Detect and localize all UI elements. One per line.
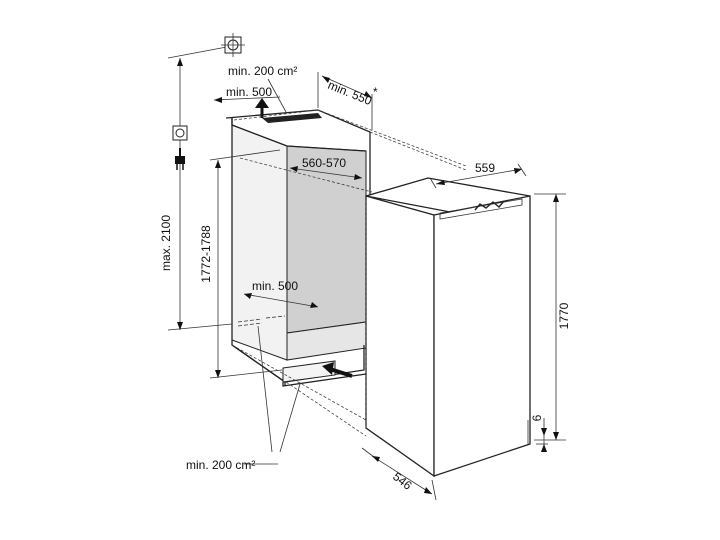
label-niche-height: 1772-1788 [199,225,213,283]
label-niche-depth-note: * [373,85,378,99]
dim-appliance-width [429,163,527,189]
niche-left-side [231,124,288,361]
bottom-air-arrow [322,362,353,378]
dim-niche-depth [317,72,373,130]
niche-cabinet [225,109,371,387]
plug-icon [175,148,185,170]
label-appliance-width: 559 [475,161,495,175]
label-bottom-vent-depth: min. 500 [252,279,298,293]
label-bottom-vent-area: min. 200 cm² [186,458,255,472]
label-appliance-height: 1770 [557,302,571,329]
label-niche-depth: min. 550 [326,78,374,108]
dim-top-vent-depth [213,96,281,118]
appliance [365,177,531,478]
dim-appliance-height [534,193,566,441]
appliance-side [365,195,435,478]
label-max-height: max. 2100 [159,215,173,271]
dim-niche-height [209,149,283,379]
appliance-front-door [433,195,531,477]
label-niche-width: 560-570 [302,156,346,170]
label-top-vent-depth: min. 500 [226,85,272,99]
wall-anchor-icon [221,33,245,57]
dim-max-height [167,45,233,331]
niche-back-wall [286,145,367,334]
door-fitting [474,200,505,211]
top-vent-slot [262,113,322,123]
dim-bottom-vent-depth [243,293,319,308]
plinth-grille [282,360,336,383]
dim-niche-width [289,166,363,180]
label-top-vent-area: min. 200 cm² [228,64,297,78]
label-appliance-depth: 546 [390,469,415,493]
leaders-bottom-vent [244,325,301,465]
leader-top-vent [267,78,287,113]
label-base-offset: 6 [530,414,544,421]
socket-icon [172,125,188,141]
dim-appliance-depth [361,447,437,501]
construction-lines [231,109,467,437]
dim-base-offset [536,418,548,452]
